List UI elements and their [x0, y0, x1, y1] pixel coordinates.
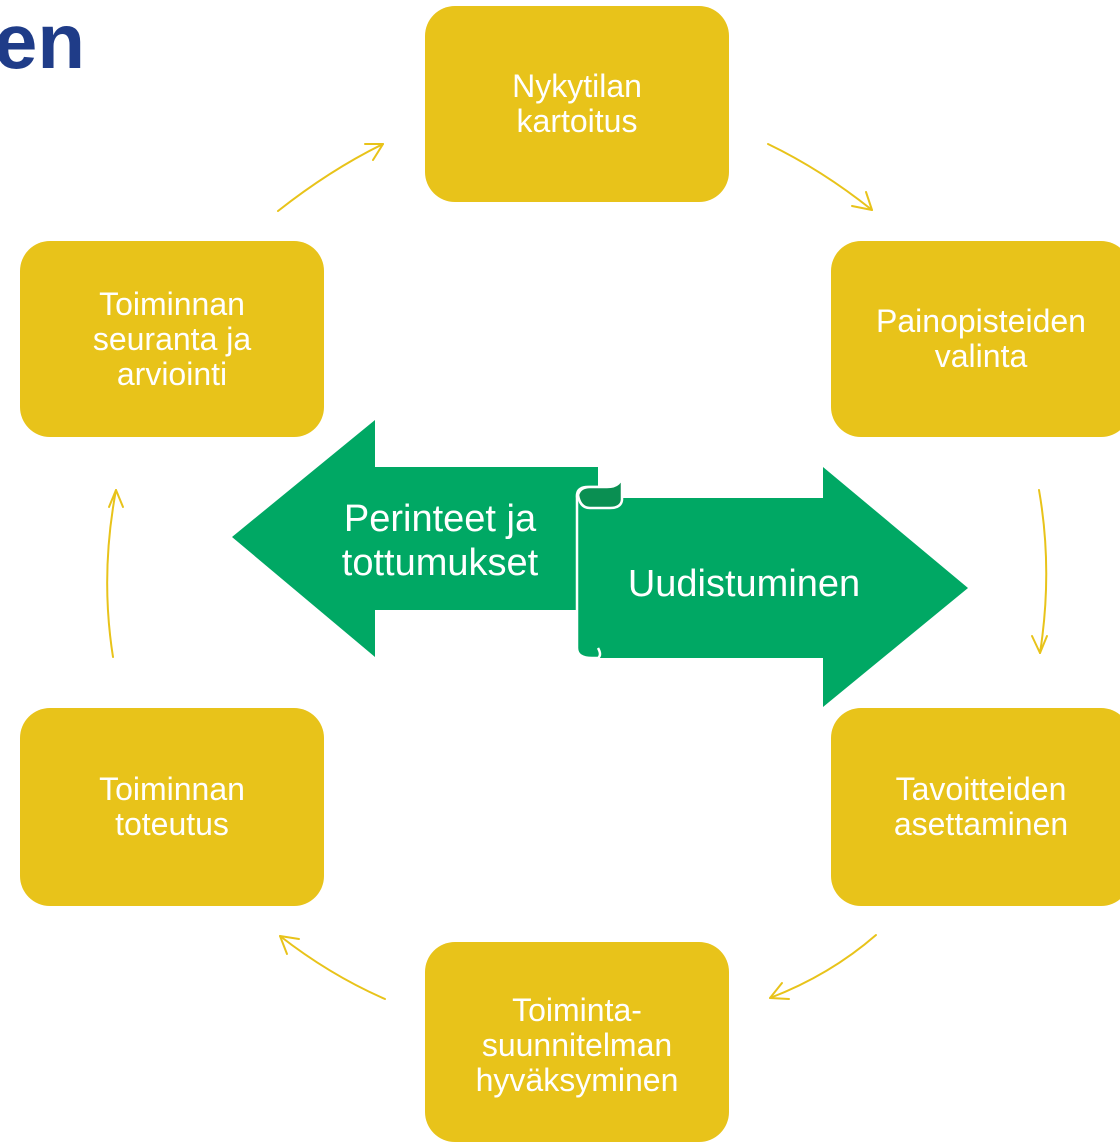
scroll-fold-top — [576, 472, 624, 510]
connector-toteutus-to-seuranta — [106, 489, 124, 658]
connector-tavoitteiden-to-toimintasuunnitelma — [769, 934, 877, 1000]
right-arrow-shape — [577, 467, 968, 707]
step-toimintasuunnitelman-hyvaksyminen: Toiminta- suunnitelman hyväksyminen — [425, 942, 729, 1142]
connector-painopisteiden-to-tavoitteiden — [1031, 489, 1048, 654]
right-arrow-label: Uudistuminen — [627, 563, 861, 605]
page-title: en — [0, 0, 86, 85]
connector-nykytilan-to-painopisteiden — [767, 143, 873, 211]
step-nykytilan-kartoitus: Nykytilan kartoitus — [425, 6, 729, 202]
step-label: Painopisteiden valinta — [876, 303, 1086, 374]
left-arrow-shape — [232, 420, 598, 657]
step-label: Toiminnan seuranta ja arviointi — [92, 285, 252, 392]
left-arrow-label: Perinteet ja tottumukset — [341, 498, 539, 584]
step-painopisteiden-valinta: Painopisteiden valinta — [831, 241, 1120, 437]
step-toiminnan-toteutus: Toiminnan toteutus — [20, 708, 324, 906]
step-tavoitteiden-asettaminen: Tavoitteiden asettaminen — [831, 708, 1120, 906]
connector-seuranta-to-nykytilan — [277, 143, 384, 212]
step-label: Toiminnan toteutus — [99, 771, 245, 842]
connector-toimintasuunnitelma-to-toteutus — [279, 935, 386, 1000]
step-toiminnan-seuranta-ja-arviointi: Toiminnan seuranta ja arviointi — [20, 241, 324, 437]
step-label: Toiminta- suunnitelman hyväksyminen — [475, 991, 679, 1098]
step-label: Tavoitteiden asettaminen — [893, 771, 1069, 842]
step-label: Nykytilan kartoitus — [512, 68, 642, 139]
